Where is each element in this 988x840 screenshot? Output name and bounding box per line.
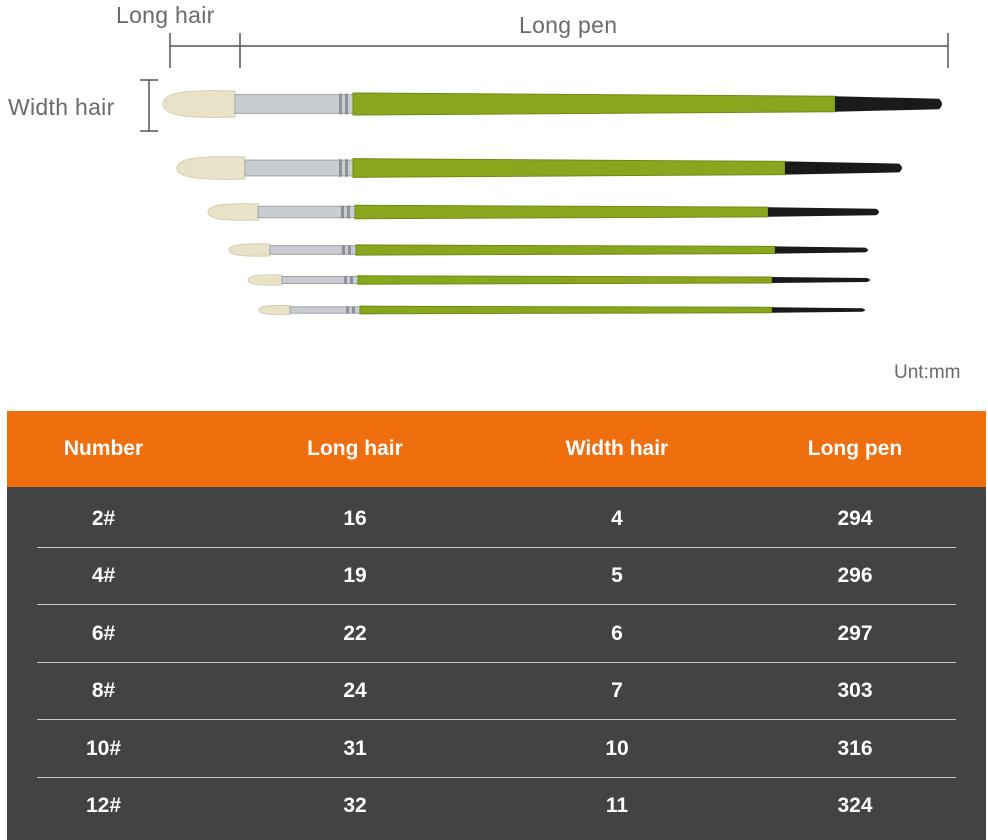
ferrule-crimp bbox=[345, 159, 348, 177]
cell-long-hair: 16 bbox=[343, 506, 367, 530]
long-hair-dimension-line bbox=[169, 33, 241, 68]
metal-ferrule bbox=[234, 94, 354, 114]
green-handle bbox=[357, 275, 773, 285]
long-hair-dimension-label: Long hair bbox=[116, 2, 215, 28]
ferrule-crimp bbox=[341, 205, 344, 219]
ferrule-crimp bbox=[345, 93, 348, 115]
cell-number: 2# bbox=[91, 506, 116, 530]
cell-number: 8# bbox=[91, 679, 116, 703]
cell-long-hair: 24 bbox=[343, 679, 367, 703]
cell-width-hair: 4 bbox=[611, 506, 623, 530]
cell-long-pen: 324 bbox=[837, 794, 873, 818]
ferrule-crimp bbox=[350, 276, 353, 284]
width-hair-dimension-label: Width hair bbox=[8, 94, 115, 120]
black-handle-tip bbox=[785, 161, 902, 175]
ferrule-crimp bbox=[344, 276, 347, 284]
table-row: 8# 24 7 303 bbox=[7, 663, 986, 720]
brush-size-table: Number Long hair Width hair Long pen 2# … bbox=[7, 411, 986, 840]
cell-number: 4# bbox=[91, 564, 116, 588]
width-hair-dimension-line bbox=[140, 79, 158, 132]
ferrule-crimp bbox=[352, 306, 355, 314]
row-divider bbox=[37, 604, 956, 605]
green-handle bbox=[352, 158, 786, 178]
bristle-tuft bbox=[162, 90, 236, 118]
cell-width-hair: 5 bbox=[611, 564, 623, 588]
header-width-hair: Width hair bbox=[565, 437, 669, 460]
cell-width-hair: 10 bbox=[605, 736, 629, 760]
cell-long-pen: 316 bbox=[837, 736, 873, 760]
cell-long-pen: 294 bbox=[837, 506, 873, 530]
cell-number: 12# bbox=[85, 794, 122, 818]
bristle-tuft bbox=[247, 274, 283, 286]
cell-long-pen: 296 bbox=[837, 564, 873, 588]
table-body: 2# 16 4 294 4# 19 5 296 6# 22 6 297 8# 2… bbox=[7, 487, 986, 840]
ferrule-crimp bbox=[339, 93, 342, 115]
cell-long-hair: 32 bbox=[343, 794, 367, 818]
bristle-tuft bbox=[207, 203, 259, 221]
black-handle-tip bbox=[772, 277, 870, 283]
row-divider bbox=[37, 719, 956, 720]
cell-long-hair: 22 bbox=[343, 621, 367, 645]
long-pen-dimension-label: Long pen bbox=[519, 12, 618, 38]
cell-number: 10# bbox=[85, 736, 122, 760]
cell-long-hair: 19 bbox=[343, 564, 367, 588]
table-row: 10# 31 10 316 bbox=[7, 720, 986, 778]
ferrule-crimp bbox=[342, 245, 345, 255]
header-long-pen: Long pen bbox=[807, 437, 903, 460]
cell-long-pen: 303 bbox=[837, 679, 873, 703]
ferrule-crimp bbox=[339, 159, 342, 177]
black-handle-tip bbox=[835, 96, 942, 112]
metal-ferrule bbox=[289, 306, 361, 314]
cell-width-hair: 7 bbox=[611, 679, 623, 703]
bristle-tuft bbox=[228, 243, 271, 257]
metal-ferrule bbox=[257, 205, 356, 219]
row-divider bbox=[37, 661, 956, 663]
row-divider bbox=[37, 546, 956, 548]
green-handle bbox=[355, 244, 776, 256]
bristle-tuft bbox=[258, 304, 291, 316]
black-handle-tip bbox=[768, 207, 879, 217]
green-handle bbox=[352, 92, 836, 116]
cell-long-hair: 31 bbox=[343, 736, 367, 760]
cell-width-hair: 11 bbox=[605, 794, 629, 818]
cell-width-hair: 6 bbox=[611, 621, 623, 645]
metal-ferrule bbox=[244, 159, 354, 177]
header-long-hair: Long hair bbox=[307, 437, 403, 460]
table-row: 12# 32 11 324 bbox=[7, 778, 986, 836]
row-divider bbox=[37, 776, 956, 778]
black-handle-tip bbox=[772, 307, 865, 313]
green-handle bbox=[359, 305, 773, 315]
black-handle-tip bbox=[775, 246, 868, 254]
table-row: 6# 22 6 297 bbox=[7, 605, 986, 663]
green-handle bbox=[354, 204, 769, 220]
bristle-tuft bbox=[176, 156, 246, 180]
cell-number: 6# bbox=[91, 621, 116, 645]
unit-label: Unt:mm bbox=[894, 362, 961, 383]
ferrule-crimp bbox=[346, 306, 349, 314]
table-header: Number Long hair Width hair Long pen bbox=[7, 411, 986, 487]
long-pen-dimension-line bbox=[240, 33, 949, 68]
cell-long-pen: 297 bbox=[837, 621, 873, 645]
table-row: 2# 16 4 294 bbox=[7, 490, 986, 548]
header-number: Number bbox=[63, 437, 144, 460]
brush-set-illustration bbox=[140, 33, 949, 316]
ferrule-crimp bbox=[347, 205, 350, 219]
table-row: 4# 19 5 296 bbox=[7, 548, 986, 605]
ferrule-crimp bbox=[348, 245, 351, 255]
